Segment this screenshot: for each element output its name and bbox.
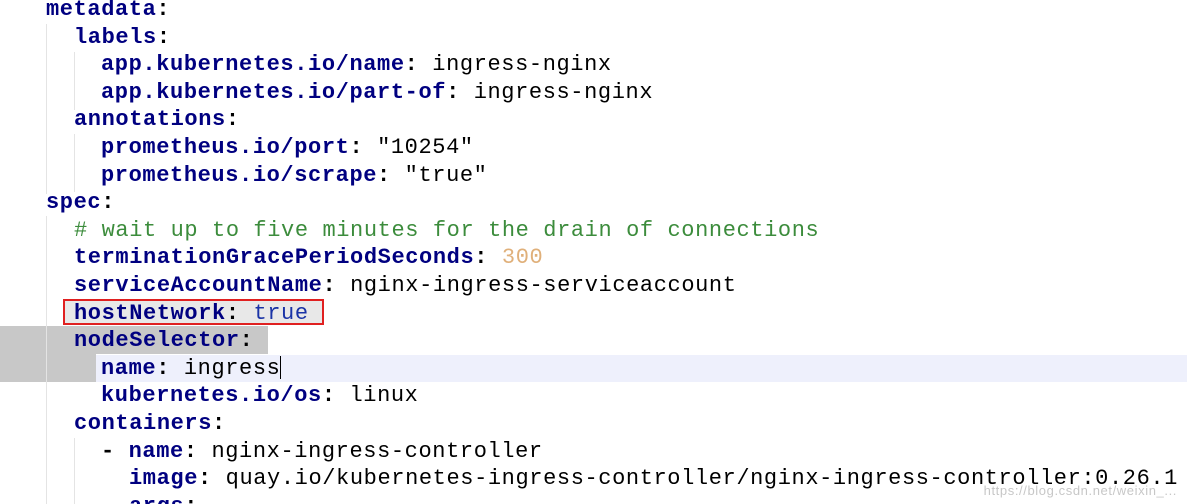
yaml-colon: : bbox=[446, 79, 460, 105]
yaml-colon: : bbox=[156, 24, 171, 50]
yaml-key: metadata bbox=[46, 0, 157, 22]
yaml-key: app.kubernetes.io/part-of bbox=[101, 79, 447, 105]
yaml-colon: : bbox=[377, 162, 391, 188]
yaml-key: name bbox=[101, 355, 157, 381]
code-line[interactable]: containers: bbox=[0, 410, 1187, 438]
yaml-colon: : bbox=[184, 494, 198, 504]
yaml-key: annotations bbox=[74, 107, 226, 133]
code-line[interactable]: image: quay.io/kubernetes-ingress-contro… bbox=[0, 465, 1187, 493]
highlight-box bbox=[63, 299, 324, 325]
yaml-key: args bbox=[129, 494, 184, 504]
yaml-colon: : bbox=[321, 383, 336, 409]
yaml-key: nodeSelector bbox=[74, 328, 240, 354]
code-line[interactable]: - name: nginx-ingress-controller bbox=[0, 438, 1187, 466]
yaml-key: app.kubernetes.io/name bbox=[101, 52, 405, 78]
yaml-key: labels bbox=[74, 24, 157, 50]
yaml-colon: : bbox=[225, 300, 240, 326]
yaml-key: containers bbox=[74, 411, 213, 436]
yaml-colon: : bbox=[239, 328, 254, 354]
yaml-key: terminationGracePeriodSeconds bbox=[74, 245, 475, 271]
yaml-value: nginx-ingress-controller bbox=[211, 438, 543, 464]
code-line[interactable]: prometheus.io/scrape: "true" bbox=[0, 162, 1187, 190]
yaml-comment: # wait up to five minutes for the drain … bbox=[74, 217, 820, 243]
indent-guide bbox=[74, 52, 75, 110]
code-line[interactable]: name: ingress bbox=[0, 355, 1187, 383]
code-line[interactable]: metadata: bbox=[0, 0, 1187, 24]
yaml-key: prometheus.io/scrape bbox=[101, 162, 378, 188]
yaml-colon: : bbox=[198, 466, 212, 492]
yaml-colon: : bbox=[404, 52, 419, 78]
yaml-colon: : bbox=[156, 0, 171, 22]
code-line[interactable]: terminationGracePeriodSeconds: 300 bbox=[0, 244, 1187, 272]
selection-block-top bbox=[0, 326, 268, 354]
yaml-value: linux bbox=[349, 383, 419, 409]
yaml-key: image bbox=[129, 466, 199, 492]
yaml-key: hostNetwork bbox=[74, 300, 226, 326]
yaml-value: ingress-nginx bbox=[473, 79, 654, 105]
yaml-key: spec bbox=[46, 190, 102, 216]
indent-guide bbox=[46, 216, 47, 504]
yaml-colon: : bbox=[225, 107, 240, 133]
code-line[interactable]: labels: bbox=[0, 24, 1187, 52]
yaml-value: ingress bbox=[183, 355, 281, 381]
current-line-highlight bbox=[96, 355, 1187, 382]
yaml-colon: : bbox=[322, 273, 337, 298]
indent-guide bbox=[74, 438, 75, 504]
indent-guide bbox=[74, 134, 75, 192]
code-line[interactable]: # wait up to five minutes for the drain … bbox=[0, 217, 1187, 245]
yaml-colon: : bbox=[474, 245, 489, 271]
code-line[interactable]: app.kubernetes.io/part-of: ingress-nginx bbox=[0, 79, 1187, 107]
yaml-key: serviceAccountName bbox=[74, 273, 323, 298]
yaml-key: name bbox=[128, 438, 184, 464]
text-caret bbox=[280, 356, 281, 379]
yaml-colon: : bbox=[183, 438, 198, 464]
code-line[interactable]: prometheus.io/port: "10254" bbox=[0, 134, 1187, 162]
yaml-dash: - bbox=[101, 438, 129, 464]
yaml-value: "10254" bbox=[377, 135, 474, 160]
yaml-number: 300 bbox=[501, 245, 544, 271]
yaml-value: quay.io/kubernetes-ingress-controller/ng… bbox=[225, 466, 1178, 492]
watermark: https://blog.csdn.net/weixin_... bbox=[983, 483, 1177, 498]
yaml-key: kubernetes.io/os bbox=[101, 383, 322, 409]
code-line[interactable]: hostNetwork: true bbox=[0, 300, 1187, 328]
yaml-colon: : bbox=[101, 190, 116, 216]
yaml-colon: : bbox=[349, 135, 364, 160]
yaml-colon: : bbox=[156, 355, 171, 381]
code-line[interactable]: args: bbox=[0, 493, 1187, 504]
code-line[interactable]: spec: bbox=[0, 189, 1187, 217]
code-line[interactable]: serviceAccountName: nginx-ingress-servic… bbox=[0, 272, 1187, 300]
selection-block-bottom bbox=[0, 354, 96, 382]
code-line[interactable]: app.kubernetes.io/name: ingress-nginx bbox=[0, 51, 1187, 79]
yaml-value: "true" bbox=[404, 162, 488, 188]
yaml-colon: : bbox=[212, 411, 226, 436]
yaml-value: nginx-ingress-serviceaccount bbox=[350, 273, 737, 298]
code-line[interactable]: nodeSelector: bbox=[0, 327, 1187, 355]
indent-guide bbox=[46, 24, 47, 194]
yaml-boolean: true bbox=[253, 300, 309, 326]
yaml-value: ingress-nginx bbox=[432, 52, 612, 78]
code-line[interactable]: annotations: bbox=[0, 106, 1187, 134]
code-line[interactable]: kubernetes.io/os: linux bbox=[0, 382, 1187, 410]
yaml-key: prometheus.io/port bbox=[101, 135, 350, 160]
